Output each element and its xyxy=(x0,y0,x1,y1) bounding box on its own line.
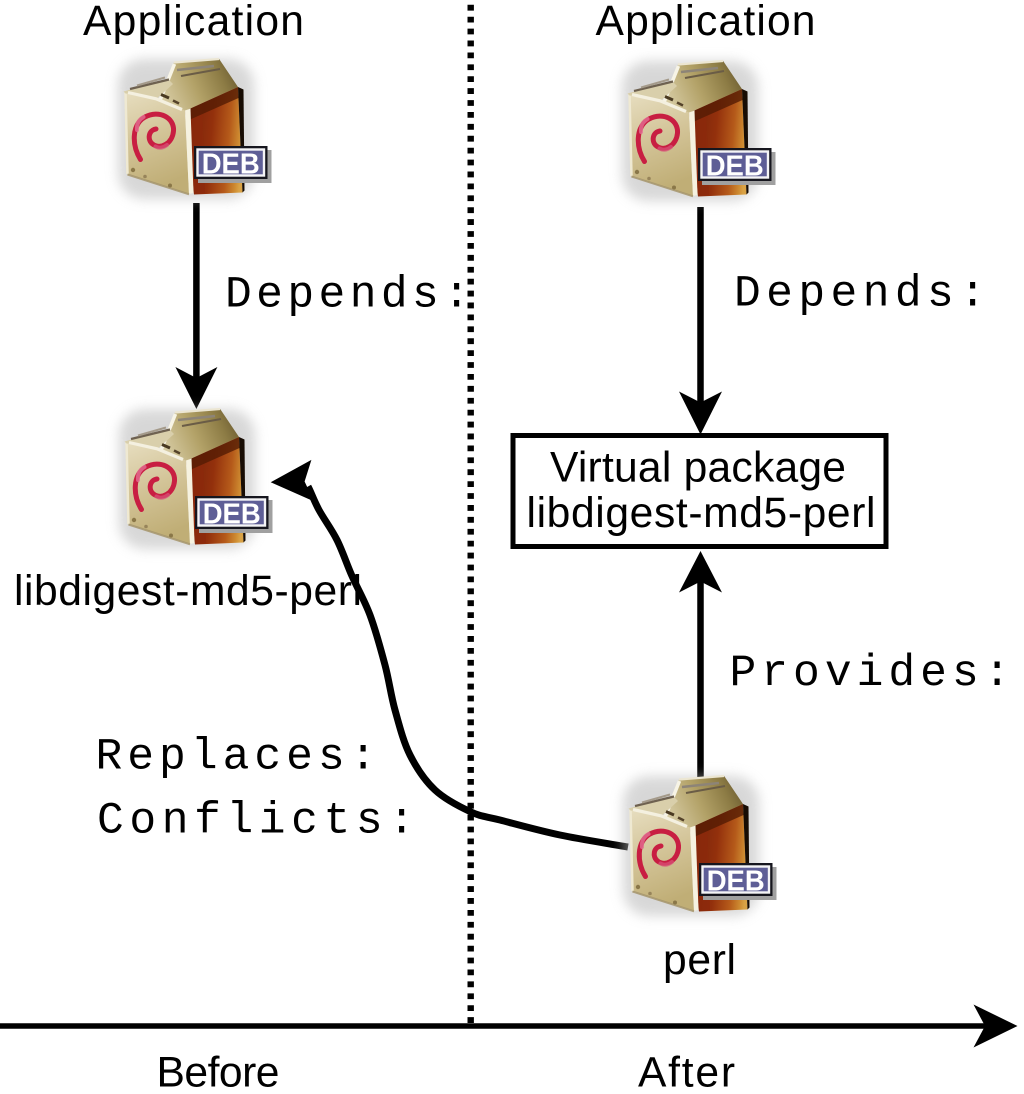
svg-text:Application: Application xyxy=(83,0,304,45)
svg-text:libdigest-md5-perl: libdigest-md5-perl xyxy=(527,489,876,537)
svg-text:After: After xyxy=(638,1049,735,1094)
svg-text:Application: Application xyxy=(596,0,816,45)
svg-text:Virtual package: Virtual package xyxy=(550,444,846,492)
svg-text:Provides:: Provides: xyxy=(730,649,1011,699)
svg-text:Replaces:: Replaces: xyxy=(96,733,377,783)
svg-text:libdigest-md5-perl: libdigest-md5-perl xyxy=(14,567,362,615)
svg-text:perl: perl xyxy=(663,936,736,984)
svg-text:Before: Before xyxy=(157,1049,280,1094)
